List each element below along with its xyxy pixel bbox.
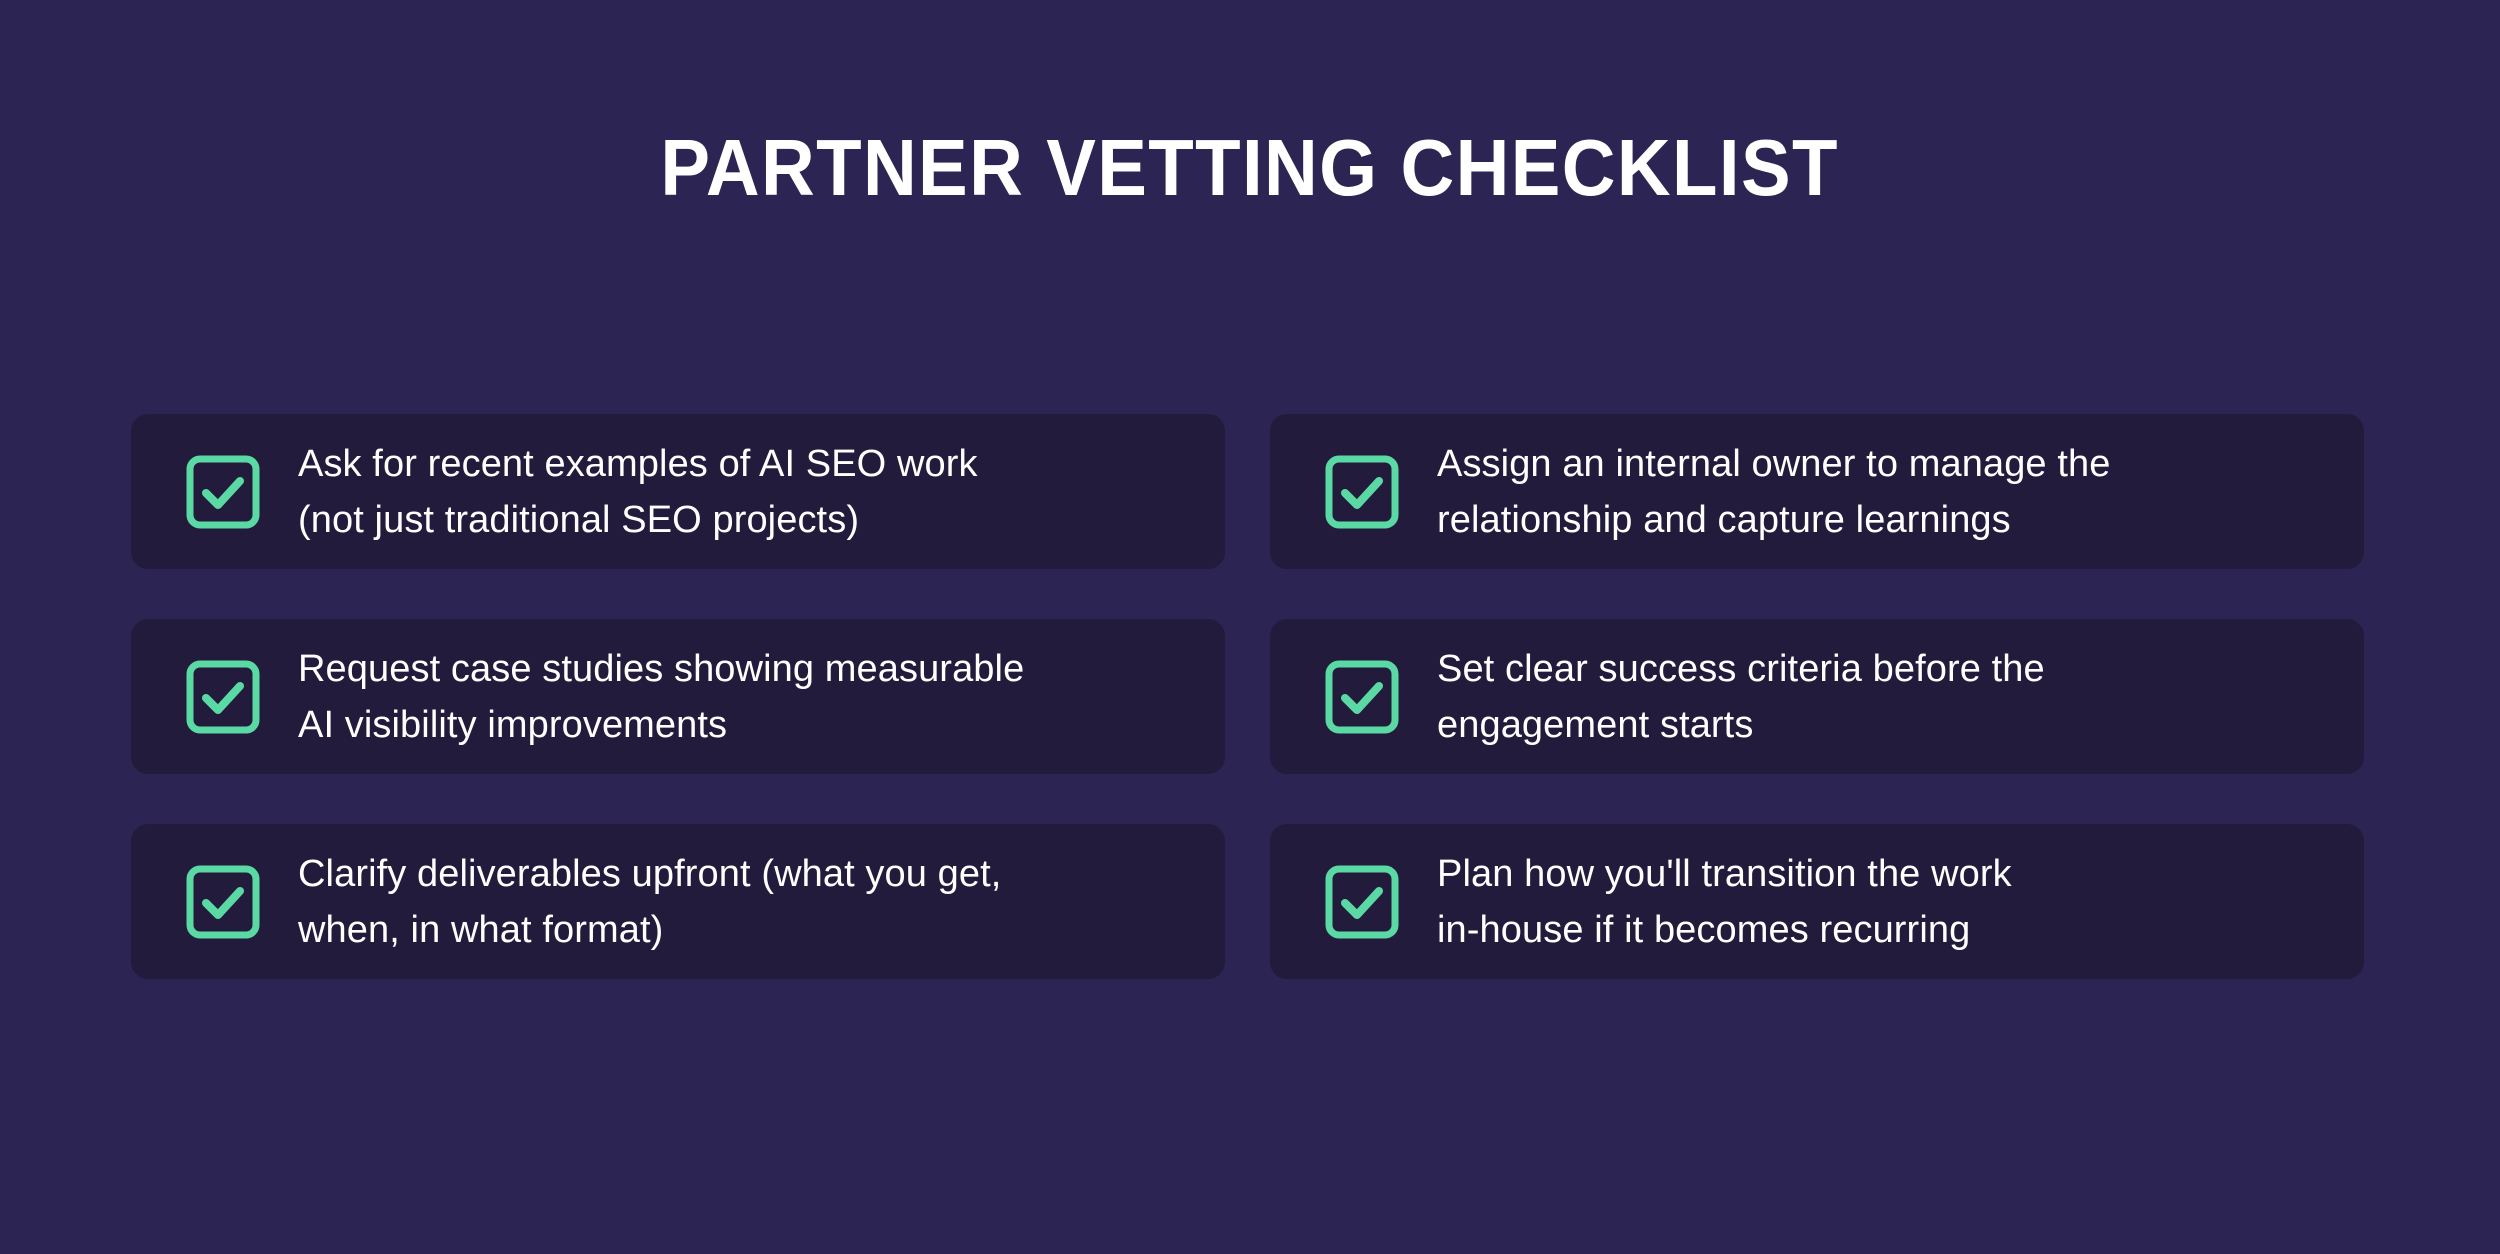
checkbox-checked-icon[interactable]: [186, 660, 260, 734]
checkbox-checked-icon[interactable]: [1325, 455, 1399, 529]
checklist-item-2[interactable]: Assign an internal owner to manage the r…: [1270, 414, 2364, 569]
checklist-item-3[interactable]: Request case studies showing measurable …: [131, 619, 1225, 774]
checklist-item-1[interactable]: Ask for recent examples of AI SEO work (…: [131, 414, 1225, 569]
checklist-item-label: Set clear success criteria before the en…: [1437, 647, 2045, 746]
checkbox-checked-icon[interactable]: [1325, 865, 1399, 939]
checklist-item-5[interactable]: Clarify deliverables upfront (what you g…: [131, 824, 1225, 979]
page-title-container: PARTNER VETTING CHECKLIST: [0, 128, 2500, 208]
checklist-item-label: Request case studies showing measurable …: [298, 647, 1025, 746]
checkbox-checked-icon[interactable]: [1325, 660, 1399, 734]
checklist-grid: Ask for recent examples of AI SEO work (…: [131, 414, 2364, 979]
page-title: PARTNER VETTING CHECKLIST: [660, 123, 1840, 212]
checklist-item-label: Ask for recent examples of AI SEO work (…: [298, 442, 978, 541]
checklist-item-label: Assign an internal owner to manage the r…: [1437, 442, 2111, 541]
checklist-item-label: Plan how you'll transition the work in-h…: [1437, 852, 2012, 951]
checkbox-checked-icon[interactable]: [186, 455, 260, 529]
checklist-item-4[interactable]: Set clear success criteria before the en…: [1270, 619, 2364, 774]
checklist-item-6[interactable]: Plan how you'll transition the work in-h…: [1270, 824, 2364, 979]
checkbox-checked-icon[interactable]: [186, 865, 260, 939]
checklist-item-label: Clarify deliverables upfront (what you g…: [298, 852, 1002, 951]
